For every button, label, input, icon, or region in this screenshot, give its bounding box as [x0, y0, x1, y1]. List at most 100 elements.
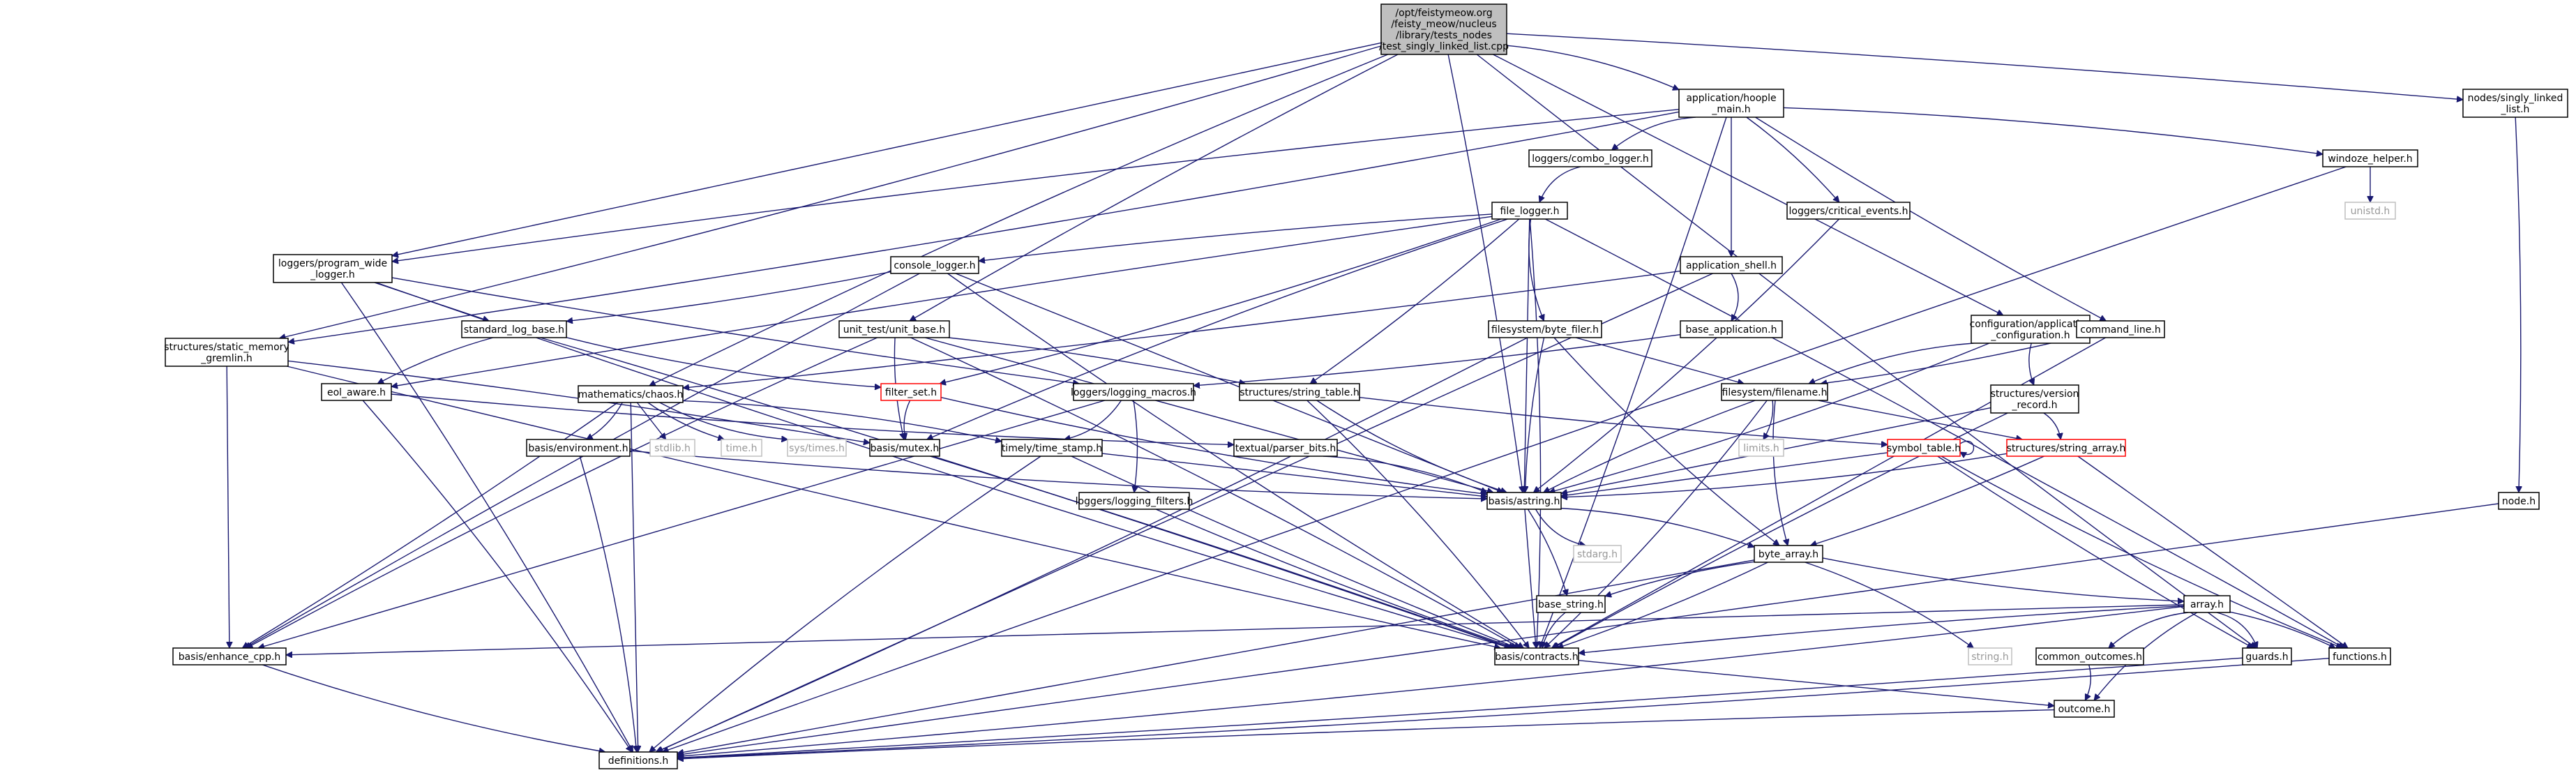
node-box-base_application[interactable] [1680, 320, 1783, 338]
node-box-standard_log_base[interactable] [461, 320, 567, 338]
node-limits[interactable]: limits.h [1738, 439, 1784, 457]
node-version_record[interactable]: structures/version_record.h [1990, 384, 2079, 414]
node-unistd[interactable]: unistd.h [2344, 202, 2396, 220]
node-filter_set[interactable]: filter_set.h [880, 383, 942, 401]
node-box-eol_aware[interactable] [321, 383, 392, 401]
node-box-combo_logger[interactable] [1528, 149, 1652, 167]
node-contracts[interactable]: basis/contracts.h [1494, 647, 1579, 665]
node-common_outcomes[interactable]: common_outcomes.h [2035, 647, 2144, 665]
node-definitions[interactable]: definitions.h [598, 751, 678, 769]
node-box-hoople_main[interactable] [1678, 89, 1784, 118]
node-eol_aware[interactable]: eol_aware.h [321, 383, 392, 401]
node-box-contracts[interactable] [1494, 647, 1579, 665]
node-symbol_table[interactable]: symbol_table.h [1887, 439, 1961, 457]
node-time_h[interactable]: time.h [721, 439, 762, 457]
node-program_wide_logger[interactable]: loggers/program_wide_logger.h [273, 254, 393, 283]
node-stdarg[interactable]: stdarg.h [1573, 545, 1622, 563]
node-box-unit_base[interactable] [838, 320, 950, 338]
node-enhance_cpp[interactable]: basis/enhance_cpp.h [172, 647, 287, 665]
node-box-stdarg[interactable] [1573, 545, 1622, 563]
node-box-program_wide_logger[interactable] [273, 254, 393, 283]
node-box-byte_filer[interactable] [1488, 320, 1602, 338]
node-box-unistd[interactable] [2344, 202, 2396, 220]
node-combo_logger[interactable]: loggers/combo_logger.h [1528, 149, 1652, 167]
node-windoze_helper[interactable]: windoze_helper.h [2322, 149, 2418, 167]
node-logging_filters[interactable]: loggers/logging_filters.h [1076, 492, 1193, 510]
node-box-application_shell[interactable] [1680, 256, 1783, 274]
node-box-array_h[interactable] [2183, 595, 2231, 613]
node-filename[interactable]: filesystem/filename.h [1721, 383, 1828, 401]
node-application_shell[interactable]: application_shell.h [1680, 256, 1783, 274]
node-box-base_string[interactable] [1536, 595, 1606, 613]
node-unit_base[interactable]: unit_test/unit_base.h [838, 320, 950, 338]
node-stdlib[interactable]: stdlib.h [649, 439, 695, 457]
node-box-logging_filters[interactable] [1078, 492, 1190, 510]
node-box-time_h[interactable] [721, 439, 762, 457]
node-box-file_logger[interactable] [1491, 202, 1568, 220]
node-box-sys_times[interactable] [787, 439, 847, 457]
node-base_string[interactable]: base_string.h [1536, 595, 1606, 613]
node-box-string_h[interactable] [1968, 647, 2012, 665]
node-box-definitions[interactable] [598, 751, 678, 769]
node-box-config_app[interactable] [1971, 315, 2091, 344]
node-string_table[interactable]: structures/string_table.h [1239, 383, 1360, 401]
node-box-critical_events[interactable] [1786, 202, 1911, 220]
node-node_h[interactable]: node.h [2498, 492, 2540, 510]
node-box-symbol_table[interactable] [1887, 439, 1961, 457]
node-chaos[interactable]: mathematics/chaos.h [578, 385, 684, 403]
node-box-guards[interactable] [2242, 647, 2292, 665]
node-time_stamp[interactable]: timely/time_stamp.h [1001, 439, 1103, 457]
node-box-astring[interactable] [1486, 492, 1562, 510]
node-parser_bits[interactable]: textual/parser_bits.h [1233, 439, 1338, 457]
node-basis_mutex[interactable]: basis/mutex.h [869, 439, 940, 457]
node-root[interactable]: /opt/feistymeow.org/feisty_meow/nucleus/… [1379, 3, 1509, 55]
node-box-enhance_cpp[interactable] [172, 647, 287, 665]
node-command_line[interactable]: command_line.h [2076, 320, 2165, 338]
node-sys_times[interactable]: sys/times.h [787, 439, 847, 457]
node-box-time_stamp[interactable] [1001, 439, 1103, 457]
node-basis_environment[interactable]: basis/environment.h [526, 439, 631, 457]
node-box-limits[interactable] [1738, 439, 1784, 457]
node-box-version_record[interactable] [1990, 384, 2079, 414]
node-box-filename[interactable] [1721, 383, 1828, 401]
node-string_array[interactable]: structures/string_array.h [2006, 439, 2126, 457]
node-box-basis_mutex[interactable] [869, 439, 940, 457]
node-box-node_h[interactable] [2498, 492, 2540, 510]
node-astring[interactable]: basis/astring.h [1486, 492, 1562, 510]
node-box-logging_macros[interactable] [1073, 383, 1194, 401]
node-box-string_table[interactable] [1239, 383, 1360, 401]
node-string_h[interactable]: string.h [1968, 647, 2012, 665]
node-box-static_memory_gremlin[interactable] [165, 338, 289, 367]
node-box-filter_set[interactable] [880, 383, 942, 401]
node-console_logger[interactable]: console_logger.h [890, 256, 979, 274]
node-box-common_outcomes[interactable] [2035, 647, 2144, 665]
node-box-windoze_helper[interactable] [2322, 149, 2418, 167]
node-base_application[interactable]: base_application.h [1680, 320, 1783, 338]
node-box-functions[interactable] [2328, 647, 2391, 665]
node-box-chaos[interactable] [578, 385, 684, 403]
node-byte_filer[interactable]: filesystem/byte_filer.h [1488, 320, 1602, 338]
node-box-root[interactable] [1380, 3, 1507, 55]
node-guards[interactable]: guards.h [2242, 647, 2292, 665]
node-box-command_line[interactable] [2076, 320, 2165, 338]
node-functions[interactable]: functions.h [2328, 647, 2391, 665]
node-array_h[interactable]: array.h [2183, 595, 2231, 613]
node-outcome[interactable]: outcome.h [2054, 700, 2115, 718]
node-box-basis_environment[interactable] [526, 439, 631, 457]
node-box-byte_array[interactable] [1754, 545, 1823, 563]
node-box-outcome[interactable] [2054, 700, 2115, 718]
node-config_app[interactable]: configuration/application_configuration.… [1970, 315, 2092, 344]
node-box-console_logger[interactable] [890, 256, 979, 274]
node-file_logger[interactable]: file_logger.h [1491, 202, 1568, 220]
node-static_memory_gremlin[interactable]: structures/static_memory_gremlin.h [164, 338, 289, 367]
node-singly_linked_list[interactable]: nodes/singly_linked_list.h [2462, 89, 2568, 118]
node-byte_array[interactable]: byte_array.h [1754, 545, 1823, 563]
node-box-string_array[interactable] [2006, 439, 2126, 457]
node-box-singly_linked_list[interactable] [2462, 89, 2568, 118]
node-hoople_main[interactable]: application/hoople_main.h [1678, 89, 1784, 118]
node-logging_macros[interactable]: loggers/logging_macros.h [1071, 383, 1196, 401]
node-standard_log_base[interactable]: standard_log_base.h [461, 320, 567, 338]
node-box-stdlib[interactable] [649, 439, 695, 457]
node-critical_events[interactable]: loggers/critical_events.h [1786, 202, 1911, 220]
node-box-parser_bits[interactable] [1233, 439, 1338, 457]
